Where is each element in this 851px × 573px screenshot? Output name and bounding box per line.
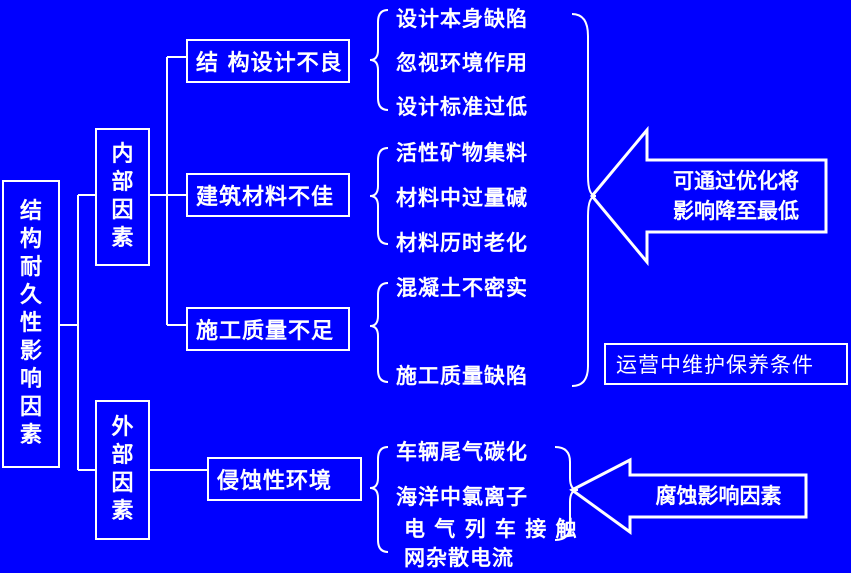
- corrosion-arrow-text: 腐蚀影响因素: [655, 484, 782, 508]
- internal-factor-box: 内部因素: [95, 128, 150, 266]
- optimize-arrow-line1: 可通过优化将: [673, 169, 799, 193]
- leaf-low-design-standard: 设计标准过低: [396, 95, 528, 119]
- internal-factor-label: 内部因素: [111, 142, 134, 251]
- root-factor-box: 结构耐久性影响因素: [2, 180, 60, 468]
- leaf-active-aggregate: 活性矿物集料: [396, 141, 528, 165]
- optimize-arrow-line2: 影响降至最低: [673, 199, 799, 223]
- erosive-environment-label: 侵蚀性环境: [217, 469, 333, 494]
- external-factor-label: 外部因素: [111, 415, 134, 524]
- optimize-arrow-text: 可通过优化将 影响降至最低: [656, 166, 816, 226]
- leaf-material-aging: 材料历时老化: [396, 231, 528, 255]
- leaf-stray-current: 网杂散电流: [404, 546, 514, 570]
- leaf-concrete-not-dense: 混凝土不密实: [396, 276, 528, 300]
- root-factor-label: 结构耐久性影响因素: [19, 199, 42, 448]
- building-material-label: 建筑材料不佳: [196, 185, 335, 210]
- leaf-electric-train-contact: 电 气 列 车 接 触: [404, 517, 578, 541]
- construction-quality-box: 施工质量不足: [186, 307, 350, 351]
- structure-design-box: 结 构设计不良: [186, 39, 350, 83]
- maintenance-label: 运营中维护保养条件: [616, 353, 814, 377]
- construction-quality-label: 施工质量不足: [196, 319, 335, 344]
- erosive-environment-box: 侵蚀性环境: [207, 457, 362, 501]
- leaf-marine-chloride: 海洋中氯离子: [396, 485, 528, 509]
- leaf-exhaust-carbonation: 车辆尾气碳化: [396, 440, 528, 464]
- leaf-construction-defect: 施工质量缺陷: [396, 364, 528, 388]
- leaf-excess-alkali: 材料中过量碱: [396, 186, 528, 210]
- structure-design-label: 结 构设计不良: [196, 51, 343, 76]
- maintenance-box: 运营中维护保养条件: [604, 343, 848, 385]
- leaf-ignore-environment: 忽视环境作用: [396, 51, 528, 75]
- external-factor-box: 外部因素: [95, 400, 150, 540]
- leaf-design-defect: 设计本身缺陷: [396, 7, 528, 31]
- building-material-box: 建筑材料不佳: [186, 173, 350, 217]
